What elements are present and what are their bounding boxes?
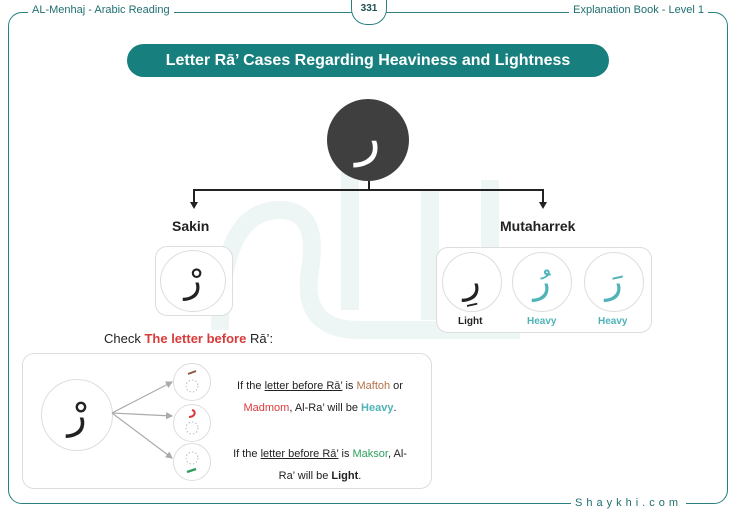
ra-letter-circle: ر [327,99,409,181]
kasra-example-circle [173,443,211,481]
light-term: Light [331,470,359,482]
ra-fatha-glyph: رَ [605,261,623,302]
maftoh-term: Maftoh [356,380,391,392]
connector-horizontal [193,189,543,191]
ra-damma-glyph: رُ [533,261,551,302]
rule-light-text: If the letter before Rā’ is Maksor, Al- … [233,448,407,482]
ra-damma-circle: رُ [512,252,572,312]
fatha-mark-icon [185,370,199,393]
rule-arrows-icon [111,381,174,459]
page-title: Letter Rā’ Cases Regarding Heaviness and… [127,44,609,77]
damma-mark-icon [185,409,199,435]
sakin-circle: رْ [160,250,226,312]
rule-heavy-text: If the letter before Rā’ is Maftoh or Ma… [237,380,403,414]
heavy-label: Heavy [527,316,557,327]
maksor-term: Maksor [352,448,388,460]
madmom-term: Madmom [243,402,290,414]
connector-vertical-top [368,181,370,189]
connector-right [542,189,544,203]
connector-left [193,189,195,203]
ra-kasra-circle: رِ [442,252,502,312]
damma-example-circle [173,404,211,442]
kasra-mark-icon [185,451,199,474]
mutaharrek-label: Mutaharrek [500,218,576,234]
footer-website: Shaykhi.com [571,497,686,509]
ra-fatha-circle: رَ [584,252,644,312]
header-level: Explanation Book - Level 1 [569,4,708,16]
check-instruction: Check The letter before Rā’: [104,331,274,346]
page-number: 331 [351,0,387,25]
arrow-down-icon [539,202,547,209]
light-label: Light [458,316,483,327]
ra-sakin-glyph: رْ [184,260,202,301]
rules-main-circle: رْ [41,379,113,451]
heavy-label: Heavy [598,316,628,327]
ra-sakin-glyph: رْ [67,392,87,438]
ra-kasra-glyph: رِ [463,261,481,302]
arrow-down-icon [190,202,198,209]
heavy-term: Heavy [361,402,394,414]
header-book-title: AL-Menhaj - Arabic Reading [28,4,174,16]
letter-before-highlight: The letter before [144,331,247,346]
fatha-example-circle [173,363,211,401]
sakin-label: Sakin [172,218,210,234]
